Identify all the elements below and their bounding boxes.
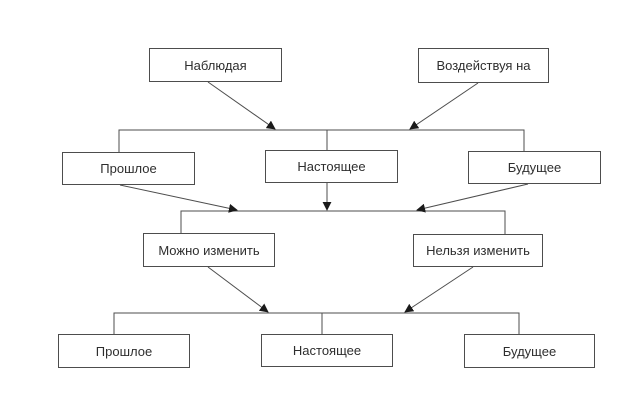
node-future-top: Будущее — [468, 151, 601, 184]
node-observing: Наблюдая — [149, 48, 282, 82]
arrow-can-change-down — [207, 266, 269, 313]
node-past-bottom: Прошлое — [58, 334, 190, 368]
node-cannot-change: Нельзя изменить — [413, 234, 543, 267]
node-present-top: Настоящее — [265, 150, 398, 183]
node-past-top: Прошлое — [62, 152, 195, 185]
arrow-future1-down — [416, 183, 529, 213]
node-influencing: Воздействуя на — [418, 48, 549, 83]
arrow-influence-down — [409, 82, 479, 130]
connector-bracket-bottom — [113, 312, 520, 334]
node-can-change: Можно изменить — [143, 233, 275, 267]
node-future-bottom: Будущее — [464, 334, 595, 368]
node-present-bottom: Настоящее — [261, 334, 393, 367]
node-future-top-label: Будущее — [507, 160, 562, 175]
node-influencing-label: Воздействуя на — [436, 58, 531, 73]
node-present-bottom-label: Настоящее — [292, 343, 362, 358]
arrow-past1-down — [119, 184, 238, 213]
node-cannot-change-label: Нельзя изменить — [426, 243, 530, 258]
node-past-top-label: Прошлое — [100, 161, 157, 176]
arrow-cannot-change-down — [404, 266, 474, 313]
connector-bracket-middle — [180, 210, 506, 234]
connector-bracket-top — [118, 129, 525, 152]
node-can-change-label: Можно изменить — [158, 242, 260, 258]
node-past-bottom-label: Прошлое — [95, 343, 153, 359]
node-future-bottom-label: Будущее — [502, 343, 557, 359]
arrow-observe-down — [207, 81, 276, 130]
node-present-top-label: Настоящее — [297, 159, 366, 174]
node-observing-label: Наблюдая — [184, 57, 247, 73]
